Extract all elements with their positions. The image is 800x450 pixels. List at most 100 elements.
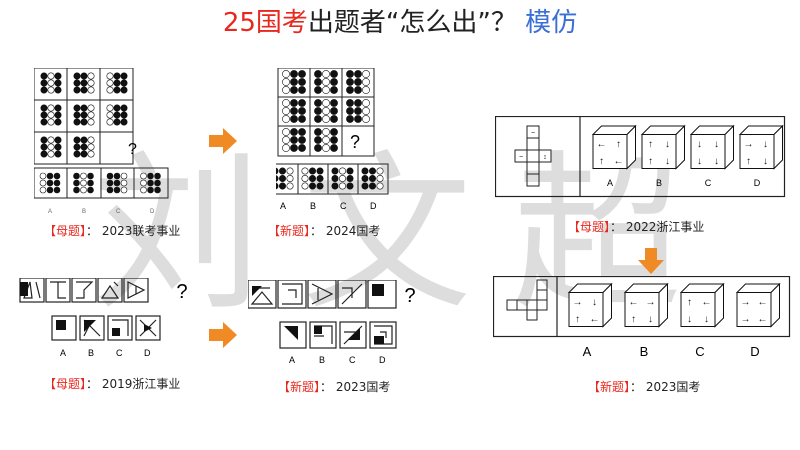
shapes-new-figure: ? [247,279,416,349]
svg-text:←: ← [758,314,768,325]
option-c-label: C [695,344,704,359]
svg-text:↓: ↓ [687,314,692,325]
svg-text:↓: ↓ [665,156,670,167]
svg-text:←: ← [629,297,639,308]
svg-text:→: → [741,314,751,325]
option-d-label: D [370,201,377,211]
arrow-right-icon [209,128,237,154]
option-c-label: C [705,178,712,188]
option-d-label: D [379,355,386,365]
shapes-new-caption: 【新题】： 2023国考 [278,378,390,395]
arrow-right-icon [209,322,237,348]
caption-source: ： 2024国考 [310,224,381,238]
cube-new-puzzle: →↓↑←←→↑↓↑←↓↓→←→← A B C D [492,275,793,370]
cube-new-caption: 【新题】： 2023国考 [588,378,700,395]
svg-text:→: → [646,297,656,308]
option-a-label: A [60,348,66,358]
option-c-label: C [116,209,121,215]
svg-text:←: ← [614,156,624,167]
option-b-label: B [640,344,649,359]
question-mark: ? [350,132,360,152]
dots-parent-caption: 【母题】： 2023联考事业 [44,222,180,239]
option-d-label: D [750,344,759,359]
question-mark: ? [404,285,415,307]
cube-parent-caption: 【母题】： 2022浙江事业 [568,218,704,235]
option-c-label: C [349,355,356,365]
shapes-parent-option-labels: A B C D [60,348,151,358]
svg-text:↑: ↑ [616,139,621,150]
svg-text:↑: ↑ [648,156,653,167]
page-title: 25国考出题者“怎么出”？ 模仿 [0,6,800,40]
arrow-down-icon [638,248,664,274]
option-b-label: B [310,201,316,211]
cube-new-figure: →↓↑←←→↑↓↑←↓↓→←→← A B C D [492,275,791,359]
dots-parent-figure: ? [33,67,169,199]
svg-text:→: → [744,139,754,150]
option-b-label: B [88,348,94,358]
caption-source: ： 2019浙江事业 [86,377,181,391]
svg-text:↓: ↓ [763,156,768,167]
option-d-label: D [754,178,761,188]
title-part-red: 25国考 [222,8,308,38]
svg-text:−: − [531,130,535,137]
caption-source: ： 2023联考事业 [86,224,181,238]
dots-new-caption: 【新题】： 2024国考 [268,222,380,239]
dots-parent-puzzle: ? A B C D [33,67,174,215]
dots-new-puzzle: ? A B C D [267,67,396,211]
cube-parent-puzzle: − − ↕ ← ↑ ↑ ← ↑ ↓ ↑ ↓ ↓ ↓ ↓ ↓ → ↓ ↑ ↓ A B C D [494,115,787,204]
svg-text:↑: ↑ [648,139,653,150]
option-c-label: C [340,201,347,211]
cube-parent-figure: − − ↕ ← ↑ ↑ ← ↑ ↓ ↑ ↓ ↓ ↓ ↓ ↓ → ↓ ↑ ↓ A B C D [494,115,786,198]
svg-text:↓: ↓ [714,156,719,167]
svg-text:↑: ↑ [599,156,604,167]
option-b-label: B [656,178,662,188]
svg-text:→: → [741,297,751,308]
caption-tag: 【母题】 [44,377,87,391]
svg-text:−: − [519,154,523,161]
option-a-label: A [280,201,286,211]
option-a-label: A [289,355,295,365]
dots-parent-option-labels: A B C D [48,209,155,215]
svg-text:↑: ↑ [746,156,751,167]
shapes-new-option-labels: A B C D [289,355,386,365]
svg-text:↕: ↕ [543,154,547,161]
svg-text:↓: ↓ [648,314,653,325]
svg-text:←: ← [590,314,600,325]
shapes-parent-puzzle: ? A B C D [18,277,194,358]
caption-source: ： 2022浙江事业 [610,220,705,234]
shapes-new-puzzle: ? A B C D [247,279,428,365]
option-a-label: A [607,178,613,188]
svg-text:↓: ↓ [592,297,597,308]
svg-text:↓: ↓ [697,156,702,167]
option-a-label: A [48,209,52,215]
caption-tag: 【母题】 [44,224,87,238]
svg-text:↓: ↓ [714,139,719,150]
caption-tag: 【新题】 [268,224,311,238]
svg-text:↑: ↑ [631,314,636,325]
option-d-label: D [144,348,151,358]
option-c-label: C [116,348,123,358]
dots-new-option-labels: A B C D [280,201,377,211]
svg-text:←: ← [597,139,607,150]
caption-tag: 【母题】 [568,220,611,234]
title-part-black: 出题者“怎么出”？ [307,8,517,38]
svg-text:↑: ↑ [575,314,580,325]
shapes-parent-figure: ? [19,277,188,341]
option-b-label: B [82,209,86,215]
svg-text:↓: ↓ [704,314,709,325]
option-a-label: A [583,344,592,359]
dots-new-figure: ? [267,67,389,195]
svg-text:←: ← [758,297,768,308]
shapes-parent-caption: 【母题】： 2019浙江事业 [44,375,180,392]
svg-text:↓: ↓ [665,139,670,150]
caption-tag: 【新题】 [278,380,321,394]
question-mark: ? [128,141,137,158]
caption-source: ： 2023国考 [320,380,391,394]
svg-text:↑: ↑ [687,297,692,308]
caption-source: ： 2023国考 [630,380,701,394]
svg-text:↓: ↓ [763,139,768,150]
question-mark: ? [176,281,187,303]
svg-text:↓: ↓ [697,139,702,150]
title-part-blue: 模仿 [525,8,578,38]
option-b-label: B [319,355,325,365]
